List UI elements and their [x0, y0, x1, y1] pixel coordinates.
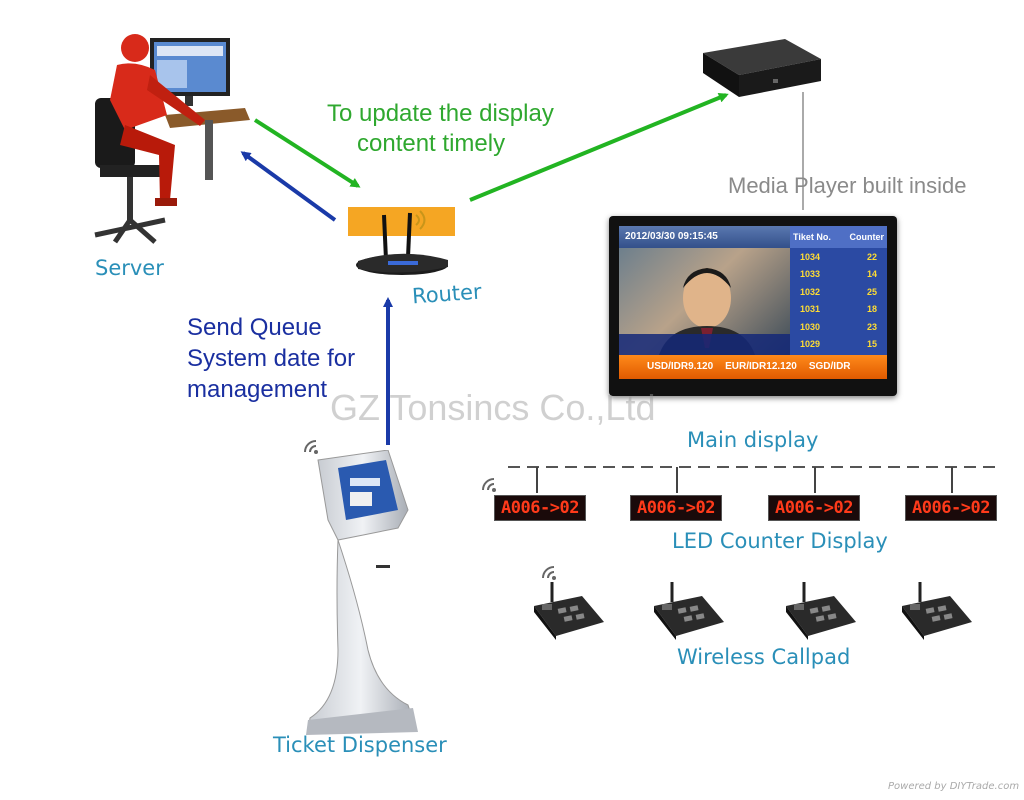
- ticker-item: SGD/IDR: [808, 361, 851, 372]
- callpad-device: [786, 582, 856, 640]
- update-text-line2: content timely: [357, 130, 506, 157]
- tv-screen: 2012/03/30 09:15:45 Tiket No. Counter 10…: [619, 226, 887, 379]
- col-ticket-header: Tiket No.: [793, 232, 831, 242]
- ticker-item: USD/IDR9.120: [647, 361, 714, 372]
- ticket-dispenser-label: Ticket Dispenser: [273, 733, 447, 757]
- server-label: Server: [95, 256, 164, 280]
- watermark: GZ Tonsincs Co.,Ltd: [330, 387, 656, 428]
- send-text-line3: management: [187, 376, 328, 403]
- col-counter-header: Counter: [849, 232, 885, 242]
- router-icon: [356, 210, 448, 275]
- send-text-line2: System date for: [187, 345, 356, 372]
- media-player-label: Media Player built inside: [728, 173, 967, 198]
- led-counter-display: A006->02: [768, 495, 860, 521]
- wireless-callpad-label: Wireless Callpad: [677, 645, 851, 669]
- arrow-router-to-server: [240, 151, 337, 222]
- wireless-signal-icon: [542, 566, 556, 580]
- led-counter-display: A006->02: [905, 495, 997, 521]
- wireless-signal-icon: [304, 440, 318, 454]
- server-illustration: [94, 34, 250, 244]
- led-counter-display: A006->02: [630, 495, 722, 521]
- callpad-device: [534, 582, 604, 640]
- main-display-tv: 2012/03/30 09:15:45 Tiket No. Counter 10…: [609, 216, 897, 396]
- router-highlight-bar: [348, 207, 455, 236]
- callpad-device: [654, 582, 724, 640]
- ticket-dispenser-kiosk: [306, 450, 418, 735]
- send-text-line1: Send Queue: [187, 314, 322, 341]
- arrow-router-to-media-player: [469, 93, 729, 202]
- tv-datetime: 2012/03/30 09:15:45: [619, 226, 790, 248]
- tv-news-strip: [619, 334, 790, 355]
- main-display-label: Main display: [687, 428, 819, 452]
- wireless-signal-icon: [482, 478, 496, 492]
- led-counter-display-label: LED Counter Display: [672, 529, 888, 553]
- ticker-item: EUR/IDR12.120: [725, 361, 797, 372]
- update-text-line1: To update the display: [327, 100, 554, 127]
- tv-ticker: USD/IDR9.120 EUR/IDR12.120 SGD/IDR: [619, 355, 887, 379]
- arrow-server-to-router: [253, 118, 361, 188]
- router-label: Router: [411, 279, 483, 309]
- media-player-box: [703, 39, 821, 97]
- callpad-device: [902, 582, 972, 640]
- led-counter-display: A006->02: [494, 495, 586, 521]
- tv-table-header: Tiket No. Counter: [790, 226, 887, 248]
- footer-credit: Powered by DIYTrade.com: [888, 781, 1020, 792]
